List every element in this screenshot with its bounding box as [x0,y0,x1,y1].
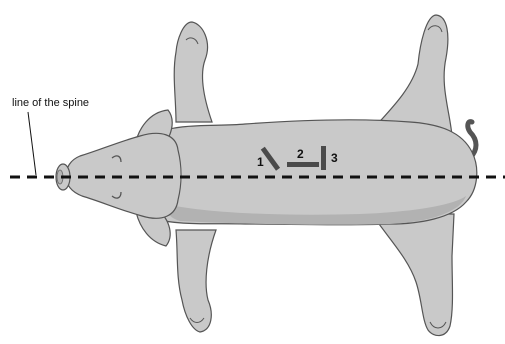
hind-upper-leg [372,15,452,136]
incision-3-number: 3 [331,151,338,165]
spine-line-label: line of the spine [12,97,89,109]
front-lower-leg [176,230,216,332]
pig-dorsal-view-icon [56,15,477,336]
hind-lower-leg [372,214,454,336]
incision-2-number: 2 [297,147,304,161]
incision-1-number: 1 [257,155,264,169]
incision-3 [321,146,326,170]
spine-label-pointer [28,112,36,175]
incision-2 [287,162,319,167]
front-upper-leg [174,22,212,122]
